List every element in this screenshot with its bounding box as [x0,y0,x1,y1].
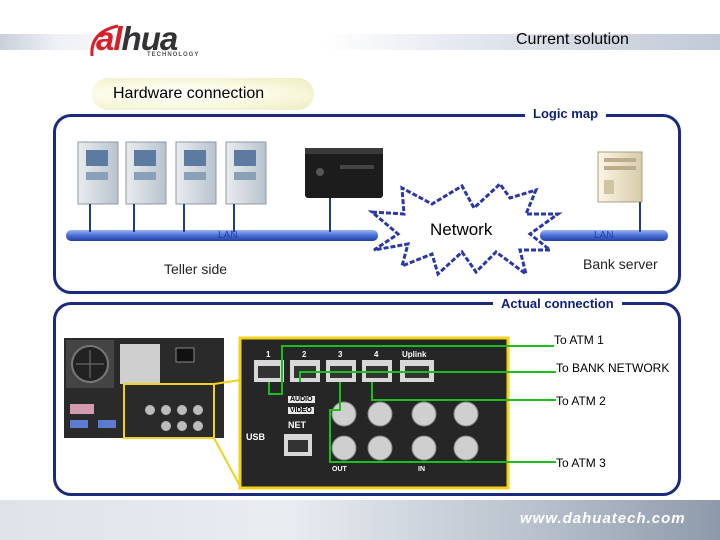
network-cloud-icon [367,181,563,278]
power-socket-icon [175,347,195,363]
label-to-atm-2: To ATM 2 [556,394,606,408]
atm-1-icon [77,141,119,232]
hardware-connection-pill [92,78,314,110]
lan-label-left: LAN [218,230,238,241]
cable-to-bank-network [299,371,556,382]
logic-map-label: Logic map [525,106,607,121]
highlight-box-small [123,383,215,439]
dvr-device-icon [305,148,383,232]
parallel-port-icon [70,404,94,414]
vga-port-icon [70,420,88,428]
cable-to-atm-3 [329,382,556,463]
logo-swoosh-icon [90,24,119,57]
cable-to-atm-1 [268,345,556,395]
network-label: Network [430,220,493,239]
teller-side-label: Teller side [164,261,228,277]
port-label-1: 1 [266,350,271,359]
cable-to-atm-2 [371,382,556,401]
usb-label: USB [246,432,266,442]
actual-connection-diagram [64,336,556,490]
hardware-connection-label: Hardware connection [113,85,265,102]
page-title: Current solution [516,31,629,48]
net-label: NET [288,420,306,430]
port-label-uplink: Uplink [402,350,427,359]
lan-label-right: LAN [594,230,614,241]
atm-4-icon [225,141,267,232]
footer-bar [0,500,720,540]
dahua-logo: alhua [96,20,178,57]
bank-server-label: Bank server [583,256,658,272]
video-label: VIDEO [288,407,314,414]
bank-server-icon [597,151,643,232]
port-label-4: 4 [374,350,379,359]
out-label: OUT [332,466,347,473]
port-label-2: 2 [302,350,307,359]
label-to-atm-1: To ATM 1 [554,333,604,347]
label-to-bank-network: To BANK NETWORK [556,361,670,375]
logic-map-box [53,114,681,294]
lan-bar-left [66,230,378,241]
port-label-3: 3 [338,350,343,359]
footer-url: www.dahuatech.com [520,510,686,527]
label-to-atm-3: To ATM 3 [556,456,606,470]
lan-bar-right [540,230,668,241]
audio-label: AUDIO [288,396,315,403]
zoomed-panel [213,336,510,490]
in-label: IN [418,466,425,473]
atm-2-icon [125,141,167,232]
header-stripe [0,34,720,50]
actual-connection-label: Actual connection [493,296,622,311]
logic-map-diagram [66,141,668,278]
dvr-rear-panel [64,338,224,439]
atm-3-icon [175,141,217,232]
bnc-connector [331,401,357,427]
actual-connection-box [53,302,681,496]
logo-subtitle: TECHNOLOGY [147,52,200,58]
